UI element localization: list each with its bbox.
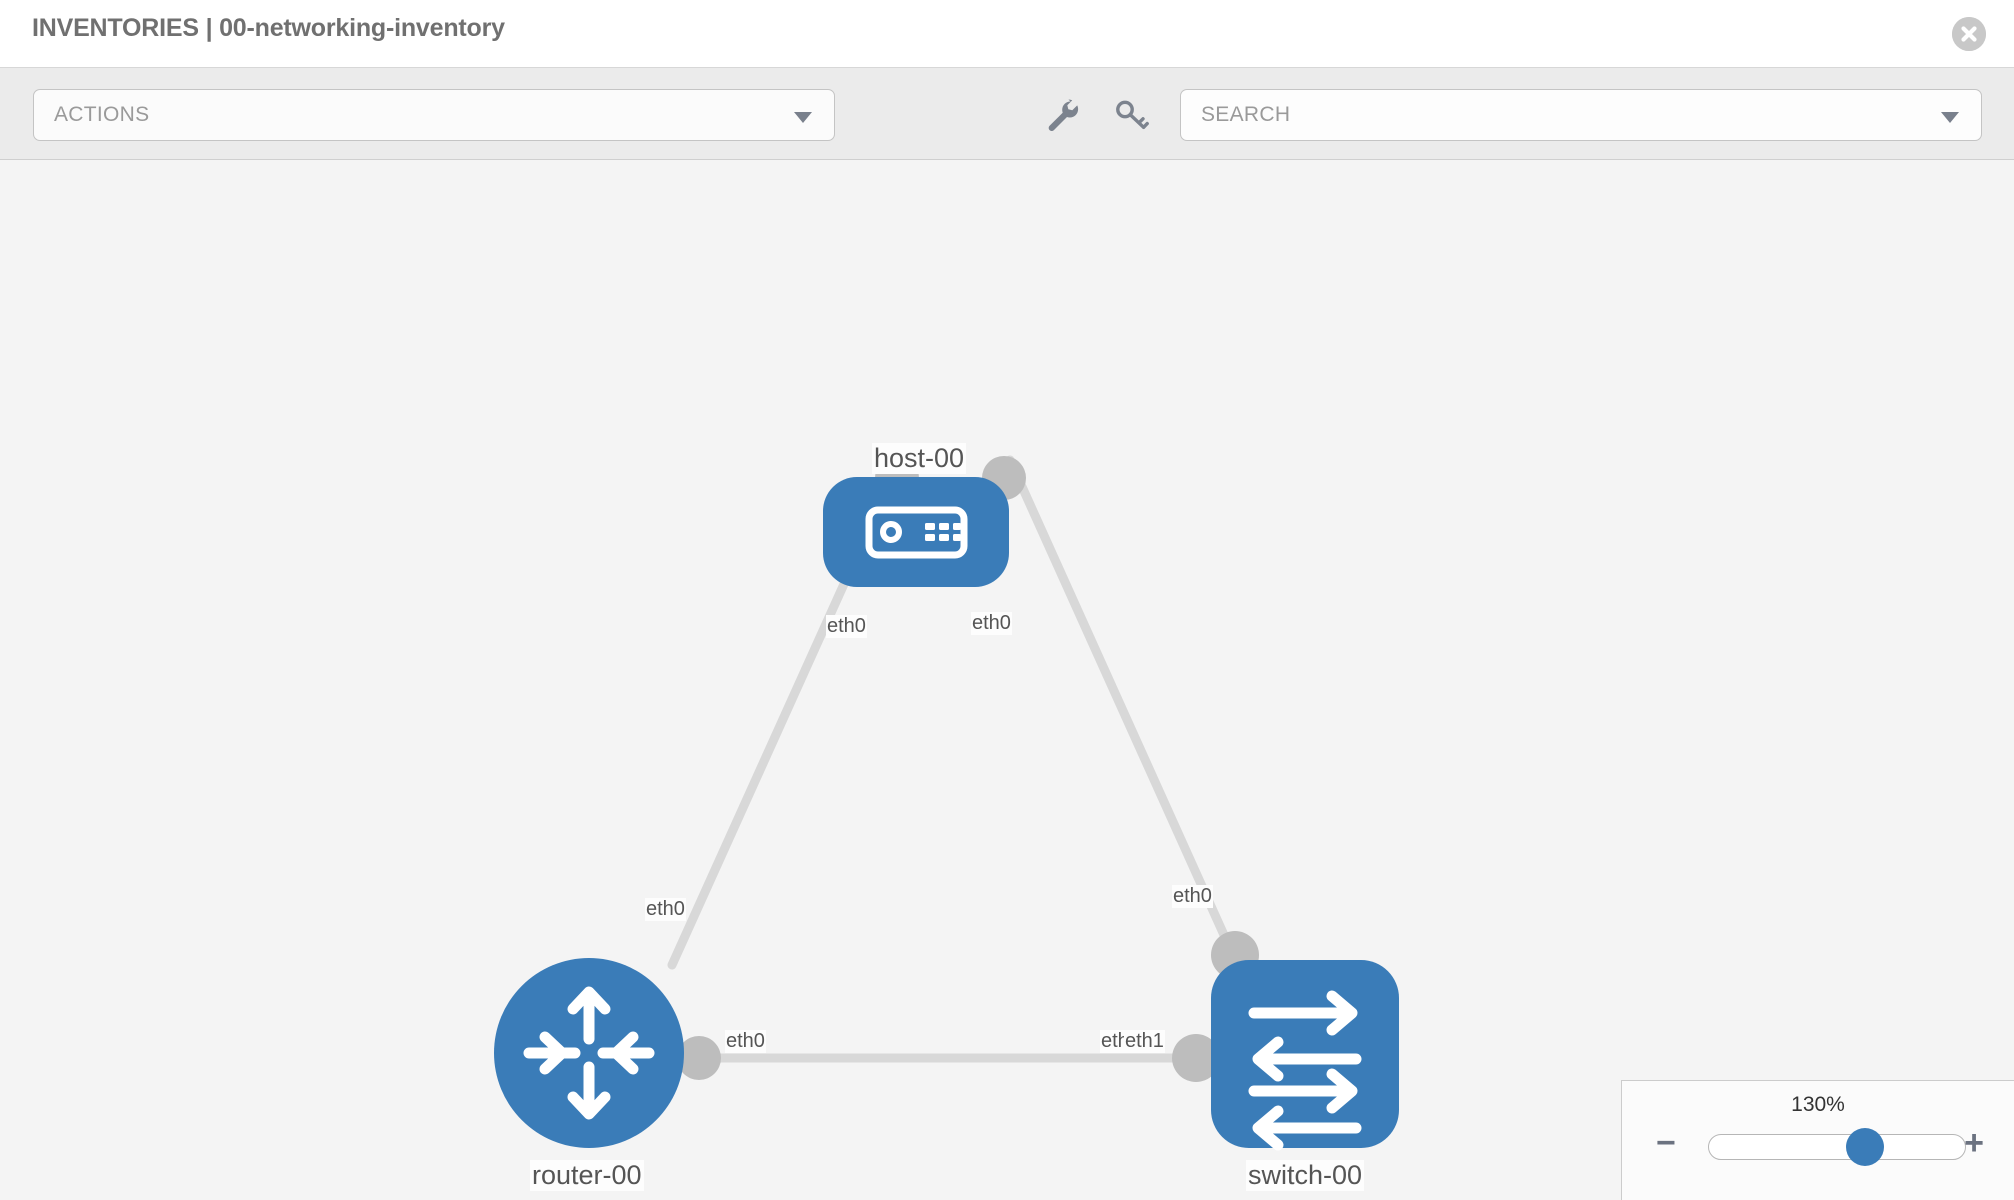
wrench-icon[interactable] bbox=[1040, 94, 1082, 136]
page-title: INVENTORIES | 00-networking-inventory bbox=[32, 14, 505, 42]
iface-label-router-to-switch: eth0 bbox=[725, 1030, 766, 1053]
topology-canvas[interactable]: host-00 router-00 switch-00 eth0 eth0 et… bbox=[0, 160, 2014, 1200]
chevron-down-icon bbox=[794, 112, 812, 123]
router-arrows-icon bbox=[523, 986, 655, 1120]
zoom-in-button[interactable]: + bbox=[1964, 1124, 1984, 1162]
actions-dropdown-label: ACTIONS bbox=[54, 103, 150, 126]
toolbar: ACTIONS SEARCH bbox=[0, 68, 2014, 160]
close-icon[interactable] bbox=[1952, 17, 1986, 51]
node-switch-00[interactable] bbox=[1211, 960, 1399, 1151]
zoom-percent-label: 130% bbox=[1791, 1093, 1845, 1116]
zoom-control-panel: 130% − + bbox=[1621, 1080, 2014, 1200]
server-icon bbox=[865, 506, 968, 559]
node-label-router-00: router-00 bbox=[530, 1160, 644, 1192]
port-switch-left bbox=[1172, 1034, 1220, 1082]
edge-host-switch bbox=[1005, 455, 1238, 960]
iface-label-router-to-host: eth0 bbox=[645, 898, 686, 921]
iface-label-switch-to-host: eth0 bbox=[1172, 885, 1213, 908]
zoom-slider[interactable] bbox=[1708, 1128, 1966, 1166]
node-router-00[interactable] bbox=[494, 958, 684, 1148]
node-host-00[interactable] bbox=[823, 477, 1009, 587]
node-label-host-00: host-00 bbox=[872, 443, 967, 475]
topology-graph bbox=[494, 455, 1399, 1151]
iface-label-switch-to-router-b: eth1 bbox=[1124, 1030, 1165, 1053]
key-icon[interactable] bbox=[1110, 94, 1152, 136]
node-label-switch-00: switch-00 bbox=[1246, 1160, 1365, 1192]
actions-dropdown[interactable]: ACTIONS bbox=[33, 89, 835, 141]
switch-arrows-icon bbox=[1248, 990, 1362, 1151]
chevron-down-icon[interactable] bbox=[1941, 112, 1959, 123]
iface-label-host-to-switch: eth0 bbox=[971, 612, 1012, 635]
iface-label-host-to-router: eth0 bbox=[826, 615, 867, 638]
page-header: INVENTORIES | 00-networking-inventory bbox=[0, 0, 2014, 68]
zoom-slider-thumb[interactable] bbox=[1846, 1128, 1884, 1166]
zoom-out-button[interactable]: − bbox=[1656, 1124, 1676, 1162]
port-router-right bbox=[677, 1036, 721, 1080]
iface-label-switch-to-router-a: eth bbox=[1100, 1030, 1130, 1053]
search-placeholder: SEARCH bbox=[1201, 103, 1291, 126]
search-input[interactable]: SEARCH bbox=[1180, 89, 1982, 141]
